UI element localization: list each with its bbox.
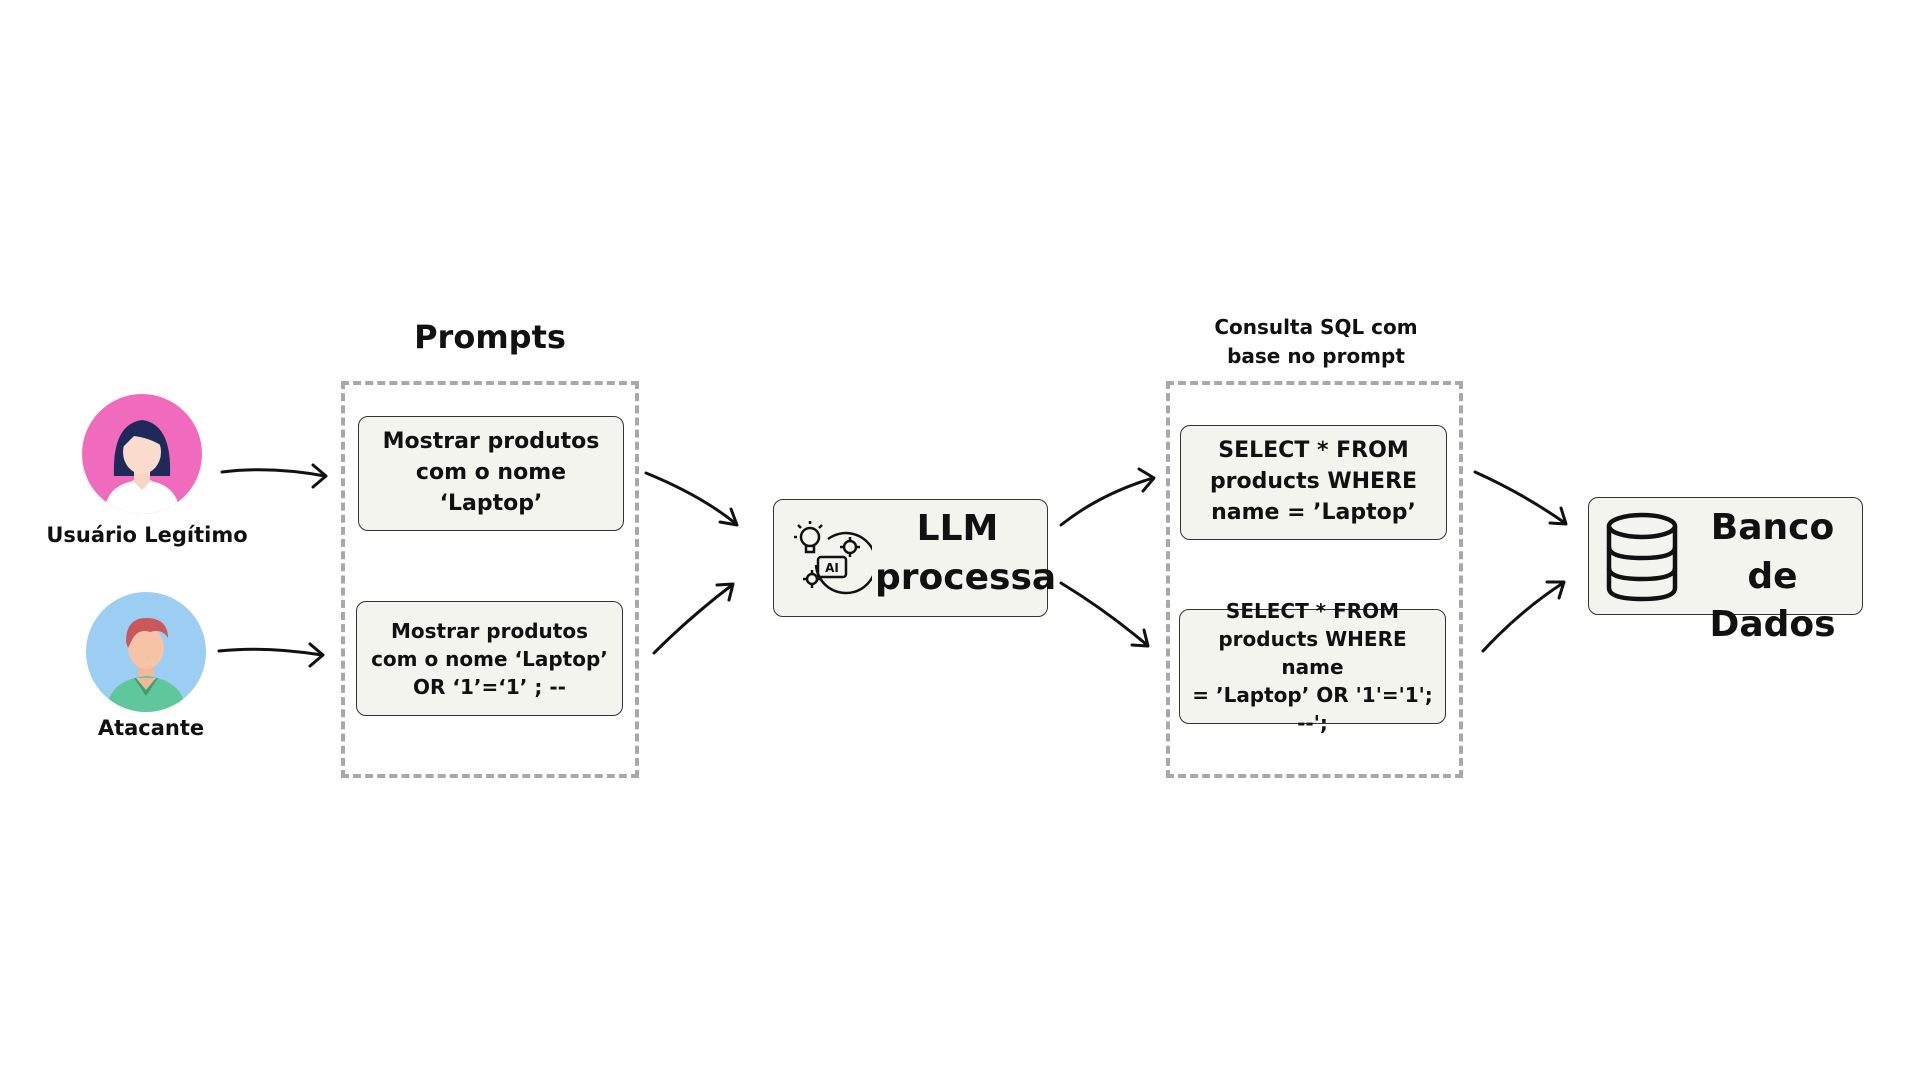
arrow-prompt1-to-llm [644, 471, 737, 525]
arrow-query1-to-db [1473, 470, 1567, 525]
arrow-llm-to-query1 [1059, 476, 1155, 527]
llm-label: LLM processa [875, 508, 1057, 598]
prompts-heading: Prompts [414, 318, 566, 356]
arrow-legit-to-prompt [220, 468, 327, 478]
attack-prompt-card: Mostrar produtos com o nome ‘Laptop’ OR … [356, 601, 623, 716]
database-label: Banco de Dados [1709, 507, 1836, 646]
arrow-attacker-to-prompt [217, 647, 324, 657]
prompts-group [341, 381, 639, 778]
attack-query-card: SELECT * FROM products WHERE name = ’Lap… [1179, 599, 1446, 735]
woman-avatar-icon [104, 420, 180, 514]
attacker-avatar [86, 592, 206, 712]
attacker-label: Atacante [97, 716, 205, 740]
svg-text:AI: AI [825, 561, 839, 575]
arrow-prompt2-to-llm [652, 583, 734, 655]
man-avatar-icon [106, 618, 186, 712]
legit-prompt-card: Mostrar produtos com o nome ‘Laptop’ [358, 416, 624, 531]
queries-heading: Consulta SQL com base no prompt [1214, 315, 1418, 368]
legit-user-avatar [82, 394, 202, 514]
arrow-query2-to-db [1481, 581, 1565, 653]
legit-user-label: Usuário Legítimo [46, 523, 248, 547]
database-icon [1606, 512, 1678, 602]
queries-group [1166, 381, 1463, 778]
ai-gear-icon: AI [794, 521, 872, 595]
legit-query-card: SELECT * FROM products WHERE name = ’Lap… [1180, 425, 1447, 540]
arrow-llm-to-query2 [1059, 581, 1149, 647]
